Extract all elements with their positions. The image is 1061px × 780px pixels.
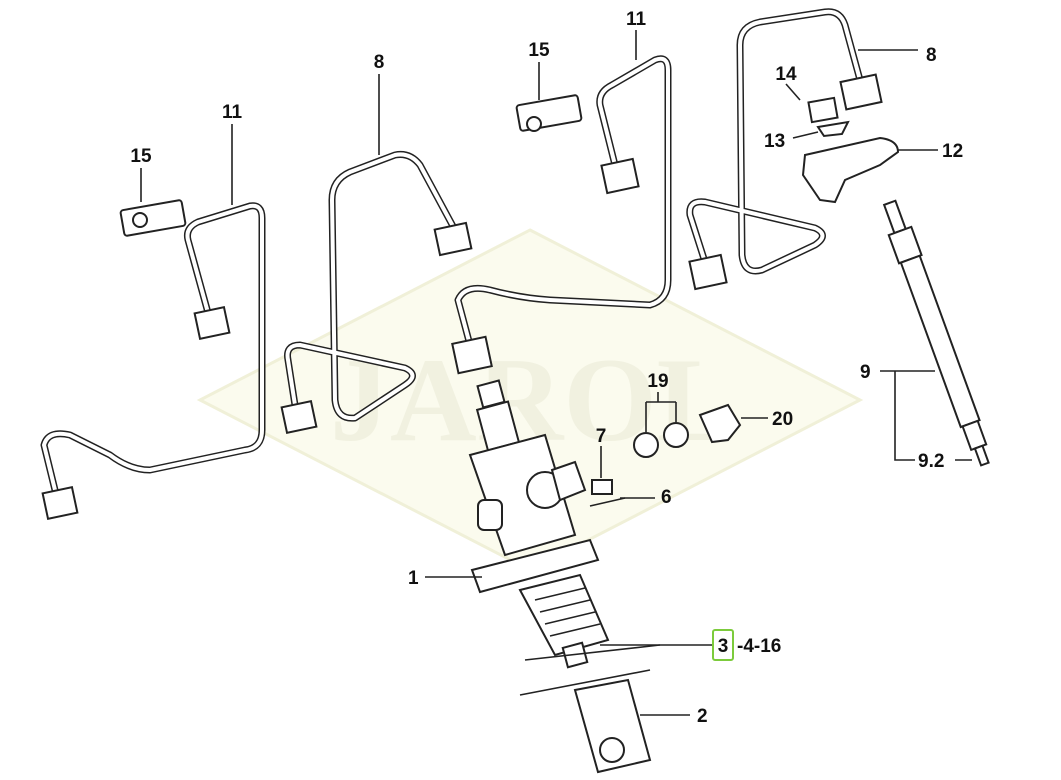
fuel-pipe-8-right: [686, 8, 883, 291]
part-gasket: [524, 644, 661, 661]
callout-19[interactable]: 19: [647, 371, 668, 392]
part-19-washer: [633, 432, 659, 458]
injection-pump: [468, 379, 610, 669]
leader-lines: [140, 30, 972, 716]
callout-12[interactable]: 12: [942, 141, 963, 162]
fuel-pipe-11-left: [40, 202, 266, 521]
callout-11[interactable]: 11: [222, 102, 243, 123]
callout-1[interactable]: 1: [408, 568, 419, 589]
part-12-bracket: [801, 136, 900, 204]
part-20-plug: [698, 403, 742, 444]
part-13-washer: [816, 120, 850, 138]
callout-9-2[interactable]: 9.2: [918, 451, 944, 472]
pipe-clamp-left: [119, 199, 187, 237]
part-14-nut: [807, 96, 839, 124]
callout-8[interactable]: 8: [926, 45, 937, 66]
part-19-washer: [663, 422, 689, 448]
callout-13[interactable]: 13: [764, 131, 785, 152]
callout-14[interactable]: 14: [775, 64, 797, 85]
part-2-tappet: [519, 669, 652, 774]
injector: [882, 199, 990, 467]
callout-highlight: [712, 629, 734, 661]
callout-8[interactable]: 8: [374, 52, 385, 73]
callout-3[interactable]: 3: [718, 636, 729, 657]
callout-6[interactable]: 6: [661, 487, 672, 508]
callout-15[interactable]: 15: [130, 146, 152, 167]
callout-2[interactable]: 2: [697, 706, 708, 727]
part-6: [589, 497, 626, 507]
callout-15[interactable]: 15: [528, 40, 550, 61]
fuel-pipe-8-left: [280, 151, 473, 435]
callout-9[interactable]: 9: [860, 362, 871, 383]
callout-11[interactable]: 11: [626, 9, 647, 30]
callout-4-16[interactable]: -4-16: [737, 636, 781, 657]
fuel-pipe-11-center: [451, 55, 672, 375]
part-7: [591, 479, 613, 495]
pipe-clamp-center: [515, 94, 583, 132]
callout-7[interactable]: 7: [596, 426, 607, 447]
callout-20[interactable]: 20: [772, 409, 793, 430]
